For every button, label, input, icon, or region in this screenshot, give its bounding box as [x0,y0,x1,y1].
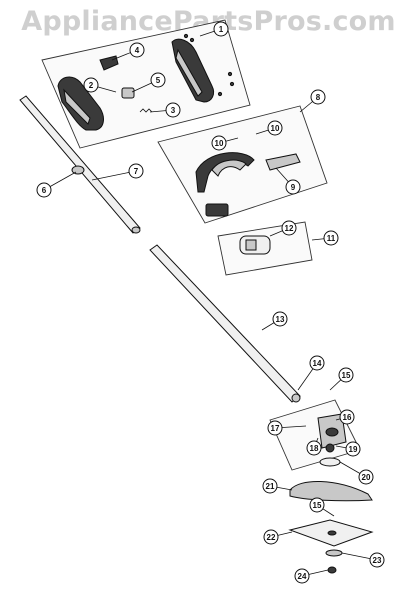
callout-number: 11 [327,234,336,243]
callout-number: 13 [276,315,285,324]
callout-9: 9 [275,167,301,195]
callout-circle [150,72,166,88]
spring-part [139,108,153,113]
callout-number: 21 [266,482,275,491]
blade-nut-part [327,566,337,574]
callout-18: 18 [306,437,322,456]
callout-circle [285,179,301,195]
guard-bracket-part [205,203,229,217]
callout-1: 1 [199,21,229,37]
callout-16: 16 [335,409,355,425]
callout-circle [165,102,181,118]
callout-circle [369,552,385,568]
callout-circle [309,497,325,513]
callout-15: 15 [309,497,335,517]
callout-number: 5 [156,76,161,85]
callout-2: 2 [83,77,117,93]
callout-circle [323,230,339,246]
callout-circle [83,77,99,93]
callout-circle [339,409,355,425]
gear-head-part [317,413,347,449]
callout-number: 6 [42,186,47,195]
callout-number: 3 [171,106,176,115]
blade-part [288,519,374,547]
callout-circle [129,42,145,58]
callout-number: 19 [349,445,358,454]
callout-number: 18 [310,444,319,453]
callout-3: 3 [149,102,181,118]
callout-circle [211,135,227,151]
callout-5: 5 [131,72,166,93]
callout-number: 23 [373,556,382,565]
callout-number: 14 [313,359,322,368]
callout-21: 21 [262,478,293,494]
switch-part [121,87,135,99]
callout-circle [338,367,354,383]
callout-number: 15 [313,501,322,510]
callout-number: 24 [298,572,307,581]
callout-number: 20 [362,473,371,482]
callout-24: 24 [294,568,329,584]
callout-number: 1 [219,25,224,34]
callout-circle [309,355,325,371]
handle-left-half [57,76,104,131]
lower-shaft [149,244,301,403]
callout-circle [36,182,52,198]
callout-circle [267,420,283,436]
callout-15: 15 [329,367,354,391]
callout-20: 20 [339,461,374,485]
callout-number: 9 [291,183,296,192]
callout-circle [272,311,288,327]
bearing-part-19 [325,443,335,453]
callout-circle [310,89,326,105]
callout-number: 2 [89,81,94,90]
callout-22: 22 [263,529,293,545]
callout-circle [263,529,279,545]
callout-circle [128,163,144,179]
callout-12: 12 [269,220,297,237]
handle-right-half [171,38,215,103]
callout-circle [267,120,283,136]
callout-number: 16 [343,413,352,422]
callout-number: 10 [271,124,280,133]
callout-11: 11 [311,230,339,246]
callout-circle [294,568,310,584]
callout-10: 10 [211,135,239,151]
callout-4: 4 [111,42,145,61]
callout-circle [281,220,297,236]
callout-number: 8 [316,93,321,102]
motor-part [239,235,271,255]
callout-number: 15 [342,371,351,380]
callout-circle [345,441,361,457]
blade-guard-part [289,481,373,502]
callout-circle [262,478,278,494]
callout-10: 10 [255,120,283,136]
callout-19: 19 [335,441,361,457]
callout-number: 4 [135,46,140,55]
callout-7: 7 [91,163,144,181]
guard-part [195,152,255,193]
callout-14: 14 [297,355,325,391]
washer-part-20 [319,457,341,467]
callout-number: 10 [215,139,224,148]
callout-13: 13 [261,311,288,331]
callout-circle [358,469,374,485]
callout-23: 23 [341,552,385,568]
callout-number: 22 [267,533,276,542]
screws-handle [183,33,235,97]
callout-17: 17 [267,420,307,436]
callout-circle [306,440,322,456]
upper-shaft [19,95,141,234]
callout-8: 8 [299,89,326,113]
blade-washer-part [325,549,343,557]
callout-number: 17 [271,424,280,433]
guard-clip-part [265,153,301,171]
callout-number: 12 [285,224,294,233]
callout-number: 7 [134,167,139,176]
callout-circle [213,21,229,37]
callout-6: 6 [36,171,77,198]
shaft-clamp [71,165,85,175]
